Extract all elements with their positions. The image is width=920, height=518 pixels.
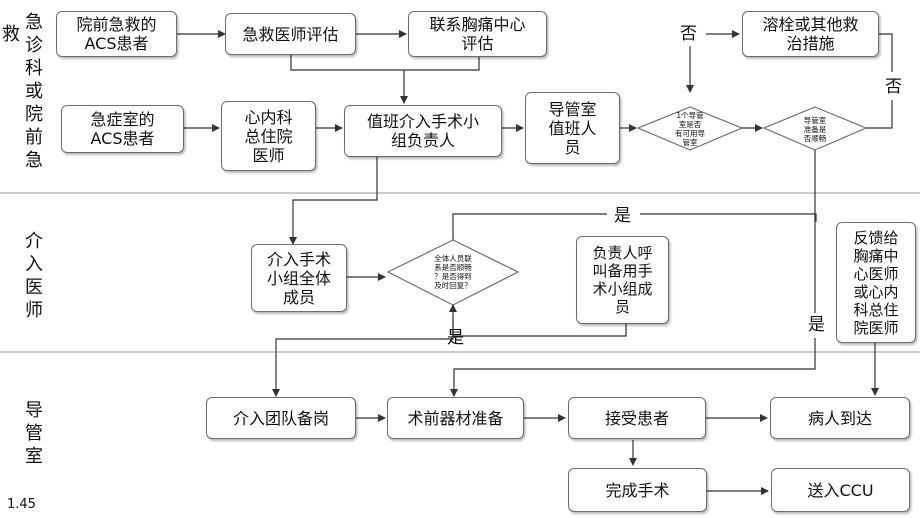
edge-leader-down bbox=[289, 157, 378, 245]
node-receive-patient: 接受患者 bbox=[568, 397, 706, 439]
page-number: 1.45 bbox=[7, 497, 36, 512]
node-patient-arrives: 病人到达 bbox=[770, 397, 910, 439]
edge-evaluation-down bbox=[290, 55, 480, 71]
node-leader-call-backup: 负责人呼 叫备用手 术小组成 员 bbox=[576, 236, 669, 324]
node-prehospital-acs: 院前急救的 ACS患者 bbox=[56, 11, 177, 57]
label-yes-team: 是 bbox=[447, 328, 464, 348]
decision-cathlab-available: 1个导管 室是否 有可用导 管室 bbox=[675, 111, 705, 147]
label-yes-ready: 是 bbox=[808, 315, 825, 335]
decision-all-contacted: 全体人员联 系是否顺畅 ？是否得到 及时回复？ bbox=[434, 254, 472, 290]
label-no-top: 否 bbox=[680, 24, 697, 44]
edge-ready-yes-continue bbox=[450, 338, 816, 397]
node-team-leader: 值班介入手术小 组负责人 bbox=[344, 105, 502, 157]
node-send-ccu: 送入CCU bbox=[771, 468, 910, 512]
node-emergency-physician: 急救医师评估 bbox=[225, 13, 356, 55]
node-thrombolysis: 溶栓或其他救 治措施 bbox=[742, 11, 879, 57]
node-equipment-prep: 术前器材准备 bbox=[387, 397, 524, 439]
edge-yes-to-backup bbox=[640, 213, 817, 222]
node-cardiology-resident: 心内科 总住院 医师 bbox=[221, 101, 316, 171]
node-feedback: 反馈给 胸痛中 心医师 或心内 科总住 院医师 bbox=[836, 222, 916, 343]
edge-decision-up-yes bbox=[452, 213, 607, 240]
node-team-standby: 介入团队备岗 bbox=[206, 397, 356, 439]
decision-cathlab-ready: 导管室 准备是 否顺畅 bbox=[803, 115, 827, 143]
node-complete-surgery: 完成手术 bbox=[568, 468, 707, 512]
edge-decision2-no-back bbox=[866, 100, 893, 129]
lane-title-intervention: 介 入 医 师 bbox=[25, 231, 43, 321]
node-contact-chest-pain: 联系胸痛中心 评估 bbox=[408, 11, 547, 57]
lane-title-emergency: 急 诊 科 或 院 前 急 bbox=[25, 12, 43, 171]
label-no-right: 否 bbox=[885, 77, 902, 97]
decision-cathlab-available-shape bbox=[636, 106, 744, 151]
node-cathlab-staff: 导管室 值班人 员 bbox=[525, 92, 620, 164]
edge-thrombolysis-right bbox=[879, 33, 893, 72]
lane-title-cathlab: 导 管 室 bbox=[25, 400, 43, 467]
label-yes-recall: 是 bbox=[614, 206, 631, 226]
node-all-team-members: 介入手术 小组全体 成员 bbox=[251, 244, 347, 312]
lane-title-emergency-prefix: 救 bbox=[2, 24, 20, 45]
edge-decision-to-standby bbox=[272, 318, 454, 397]
node-er-acs: 急症室的 ACS患者 bbox=[61, 105, 184, 153]
